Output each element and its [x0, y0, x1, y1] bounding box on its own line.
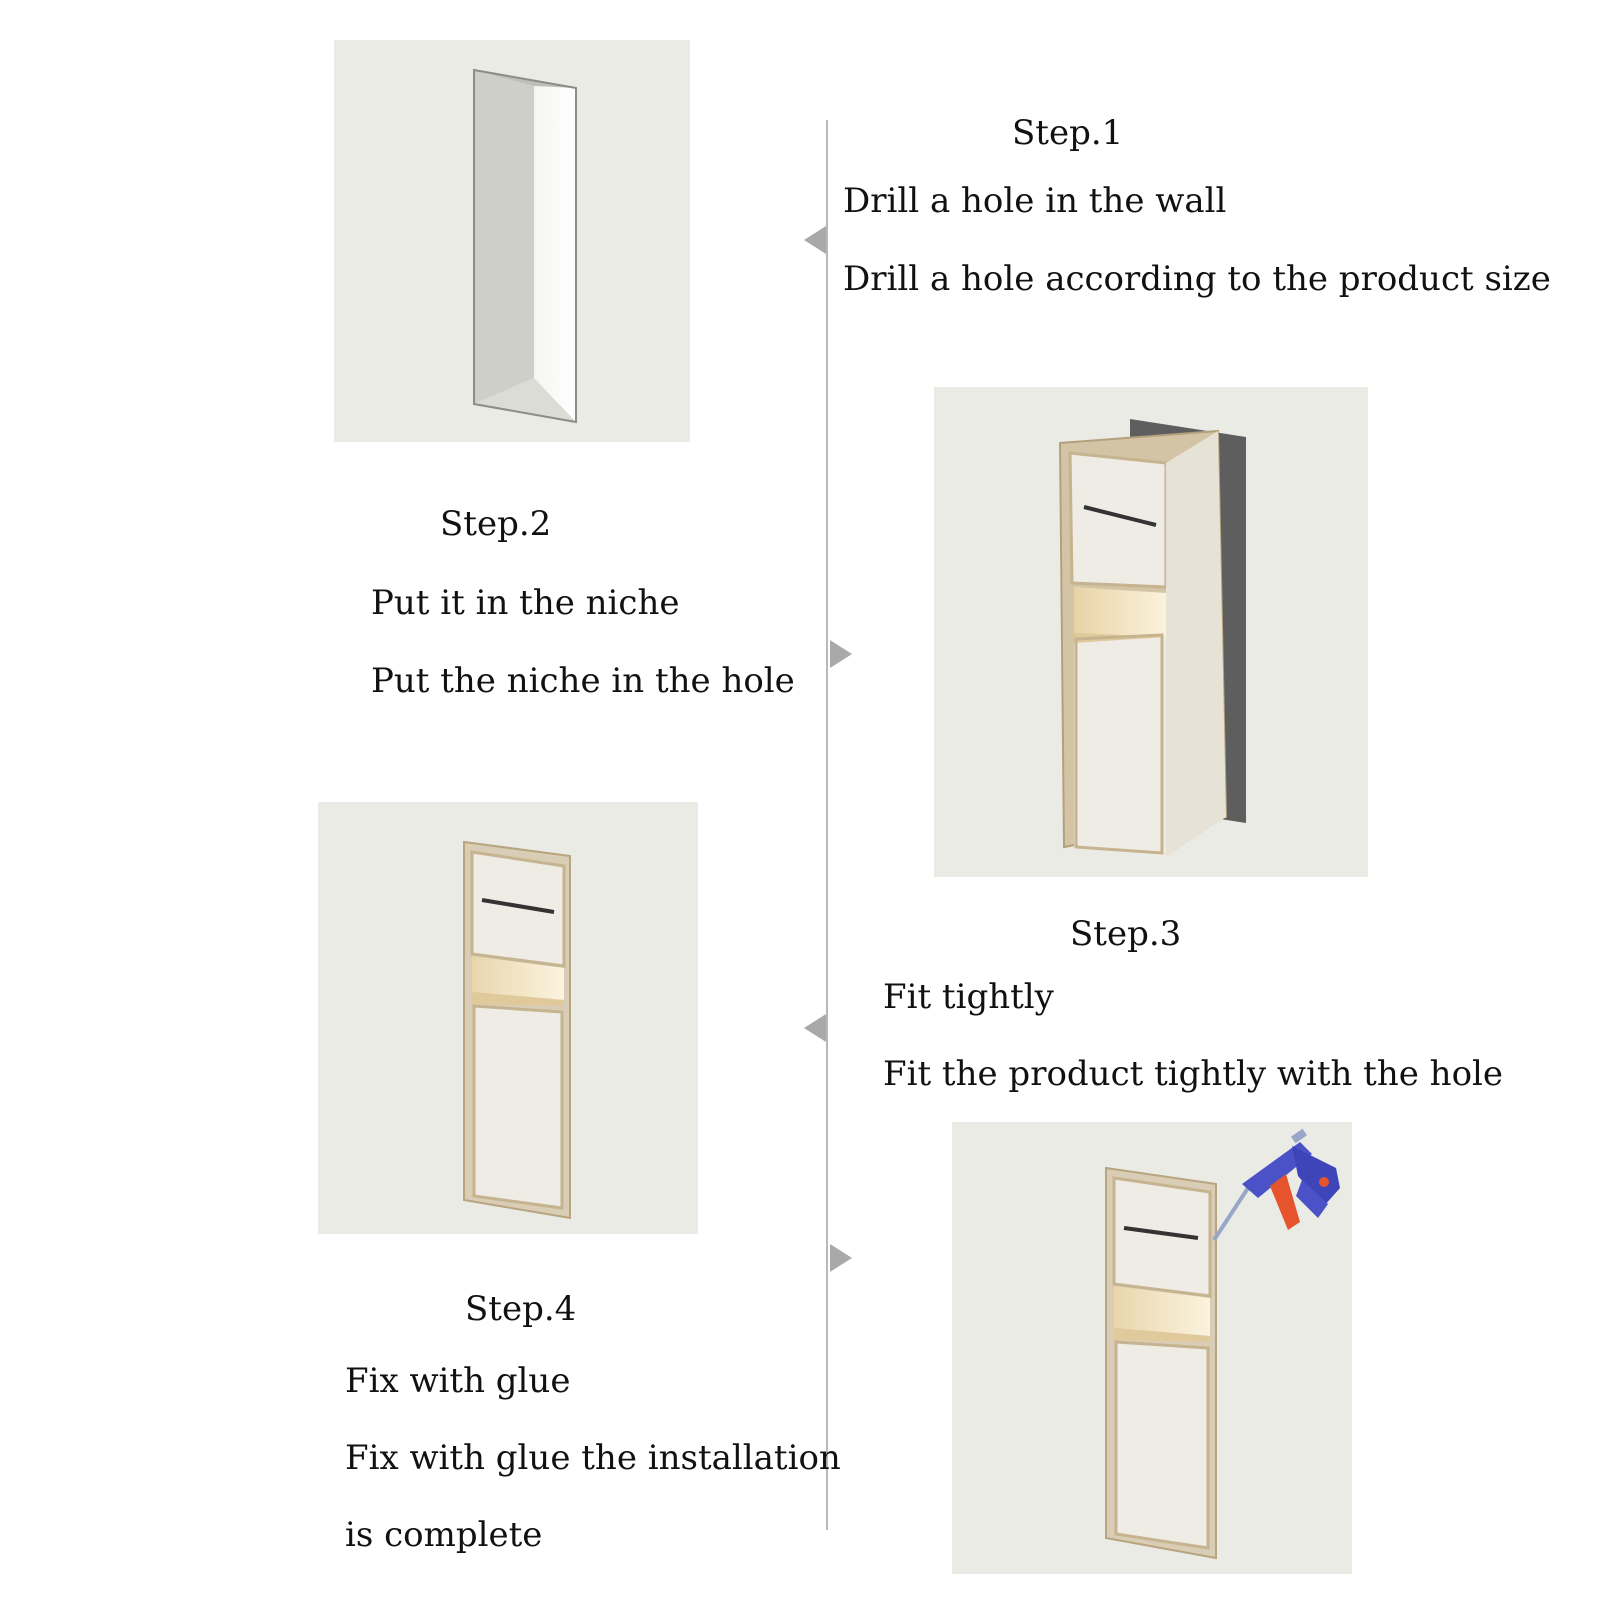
timeline-arrow-left-2	[804, 1014, 826, 1042]
step4-title: Step.4	[465, 1289, 577, 1329]
glue-fix-illustration	[1105, 1128, 1340, 1560]
glue-fix-image	[952, 1122, 1352, 1574]
timeline-line	[826, 120, 828, 1530]
step4-line3: is complete	[345, 1515, 543, 1555]
wall-hole-image	[334, 40, 690, 442]
step4-line2: Fix with glue the installation	[345, 1438, 841, 1478]
timeline-arrow-right-2	[830, 1244, 852, 1272]
wall-hole-illustration	[473, 68, 577, 424]
step2-line1: Put it in the niche	[371, 583, 680, 623]
step2-title: Step.2	[440, 504, 552, 544]
niche-fitted-illustration	[463, 840, 571, 1220]
step2-line2: Put the niche in the hole	[371, 661, 795, 701]
niche-fitted-image	[318, 802, 698, 1234]
niche-insert-illustration	[1058, 419, 1246, 857]
niche-insert-image	[934, 387, 1368, 877]
step3-line2: Fit the product tightly with the hole	[883, 1054, 1504, 1094]
timeline-arrow-left-1	[804, 226, 826, 254]
step3-title: Step.3	[1070, 914, 1182, 954]
step3-line1: Fit tightly	[883, 977, 1054, 1017]
step1-line1: Drill a hole in the wall	[843, 181, 1227, 221]
timeline-arrow-right-1	[830, 640, 852, 668]
step1-title: Step.1	[1012, 113, 1124, 153]
step1-line2: Drill a hole according to the product si…	[843, 259, 1551, 299]
glue-gun-icon	[1212, 1128, 1340, 1242]
step4-line1: Fix with glue	[345, 1361, 571, 1401]
